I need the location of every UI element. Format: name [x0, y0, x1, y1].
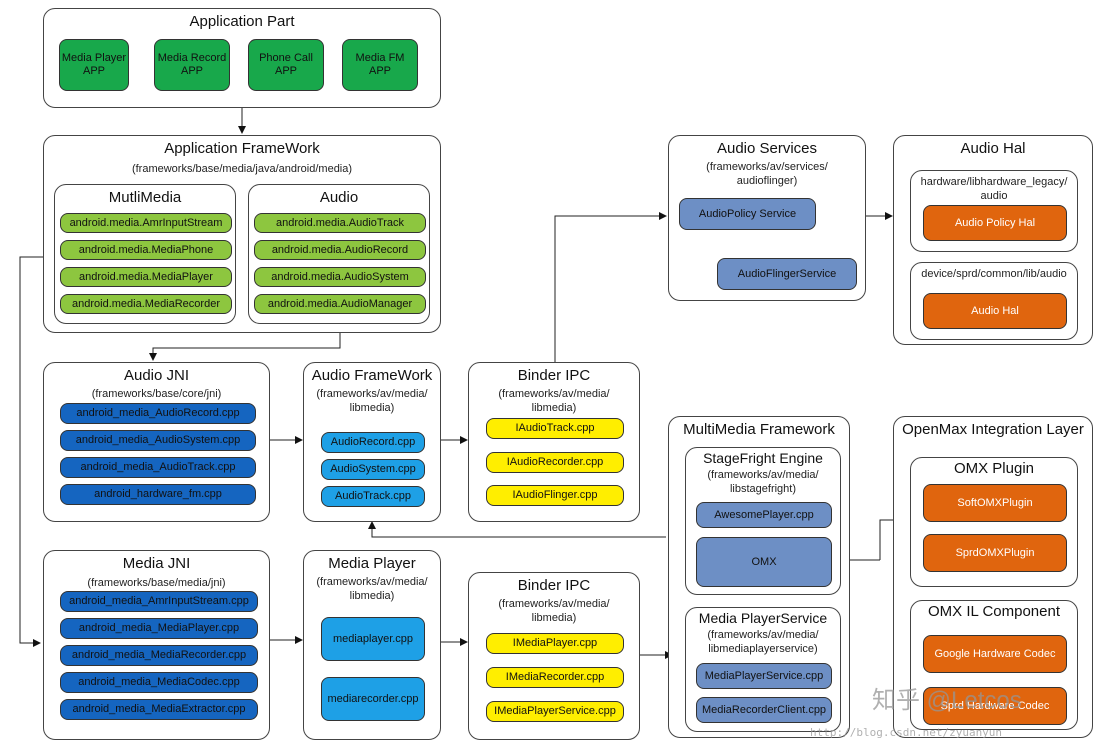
openmax-title: OpenMax Integration Layer [902, 421, 1084, 438]
omx-component-item: Sprd Hardware Codec [923, 687, 1067, 725]
audio-hal-title: Audio Hal [960, 140, 1026, 157]
audio-hal-item: Audio Hal [923, 293, 1067, 329]
media-player-service-item: MediaPlayerService.cpp [696, 663, 832, 689]
binder-ipc-media-box: Binder IPC (frameworks/av/media/ libmedi… [468, 572, 640, 740]
media-jni-item: android_media_MediaPlayer.cpp [60, 618, 258, 639]
audio-item: android.media.AudioRecord [254, 240, 426, 260]
media-record-app: Media Record APP [154, 39, 230, 91]
multimedia-item: android.media.MediaPlayer [60, 267, 232, 287]
audio-framework-path: (frameworks/av/media/ libmedia) [316, 388, 428, 414]
media-player-path: (frameworks/av/media/ libmedia) [316, 576, 428, 602]
binder-ipc-media-item: IMediaRecorder.cpp [486, 667, 624, 688]
media-recorder-client-item: MediaRecorderClient.cpp [696, 697, 832, 723]
binder-ipc-audio-item: IAudioRecorder.cpp [486, 452, 624, 473]
media-player-item: mediarecorder.cpp [321, 677, 425, 721]
application-part-title: Application Part [189, 13, 295, 30]
watermark-text: 知乎 @Letcos [872, 687, 1022, 714]
stagefright-engine-group: StageFright Engine (frameworks/av/media/… [685, 447, 841, 595]
binder-ipc-audio-item: IAudioTrack.cpp [486, 418, 624, 439]
binder-ipc-audio-path: (frameworks/av/media/ libmedia) [498, 388, 610, 414]
audio-hal-legacy-group: hardware/libhardware_legacy/ audio Audio… [910, 170, 1078, 252]
media-player-title: Media Player [328, 555, 416, 572]
multimedia-framework-title: MultiMedia Framework [683, 421, 835, 438]
audio-policy-service: AudioPolicy Service [679, 198, 816, 230]
application-framework-path: (frameworks/base/media/java/android/medi… [131, 163, 353, 175]
binder-ipc-media-title: Binder IPC [517, 577, 591, 594]
stagefright-engine-path: (frameworks/av/media/ libstagefright) [707, 469, 819, 495]
multimedia-item: android.media.MediaPhone [60, 240, 232, 260]
audio-hal-device-path: device/sprd/common/lib/audio [921, 268, 1067, 280]
media-jni-item: android_media_AmrInputStream.cpp [60, 591, 258, 612]
audio-framework-title: Audio FrameWork [311, 367, 433, 384]
multimedia-group: MutliMedia android.media.AmrInputStream … [54, 184, 236, 324]
audio-framework-box: Audio FrameWork (frameworks/av/media/ li… [303, 362, 441, 522]
media-jni-title: Media JNI [122, 555, 191, 572]
stagefright-engine-title: StageFright Engine [703, 450, 823, 466]
omx-plugin-item: SoftOMXPlugin [923, 484, 1067, 522]
omx-plugin-title: OMX Plugin [953, 460, 1035, 477]
omx-component-item: Google Hardware Codec [923, 635, 1067, 673]
omx-il-component-group: OMX IL Component Google Hardware Codec S… [910, 600, 1078, 730]
audio-services-title: Audio Services [716, 140, 818, 157]
media-player-service-path: (frameworks/av/media/ libmediaplayerserv… [707, 629, 819, 655]
application-framework-box: Application FrameWork (frameworks/base/m… [43, 135, 441, 333]
audio-policy-hal: Audio Policy Hal [923, 205, 1067, 241]
audio-item: android.media.AudioManager [254, 294, 426, 314]
audio-group: Audio android.media.AudioTrack android.m… [248, 184, 430, 324]
audio-hal-device-group: device/sprd/common/lib/audio Audio Hal [910, 262, 1078, 340]
audio-jni-item: android_media_AudioTrack.cpp [60, 457, 256, 478]
media-jni-item: android_media_MediaRecorder.cpp [60, 645, 258, 666]
awesome-player: AwesomePlayer.cpp [696, 502, 832, 528]
audio-services-path: (frameworks/av/services/ audioflinger) [706, 161, 828, 187]
media-jni-path: (frameworks/base/media/jni) [87, 577, 226, 589]
application-framework-title: Application FrameWork [164, 140, 320, 157]
media-player-app: Media Player APP [59, 39, 129, 91]
multimedia-framework-box: MultiMedia Framework StageFright Engine … [668, 416, 850, 738]
binder-ipc-audio-item: IAudioFlinger.cpp [486, 485, 624, 506]
audio-hal-box: Audio Hal hardware/libhardware_legacy/ a… [893, 135, 1093, 345]
binder-ipc-audio-title: Binder IPC [517, 367, 591, 384]
audio-framework-item: AudioRecord.cpp [321, 432, 425, 453]
phone-call-app: Phone Call APP [248, 39, 324, 91]
audio-jni-item: android_media_AudioRecord.cpp [60, 403, 256, 424]
media-jni-box: Media JNI (frameworks/base/media/jni) an… [43, 550, 270, 740]
audio-hal-legacy-path: hardware/libhardware_legacy/ audio [920, 176, 1068, 202]
binder-ipc-media-item: IMediaPlayer.cpp [486, 633, 624, 654]
media-jni-item: android_media_MediaExtractor.cpp [60, 699, 258, 720]
binder-ipc-media-item: IMediaPlayerService.cpp [486, 701, 624, 722]
audio-flinger-service: AudioFlingerService [717, 258, 857, 290]
media-player-service-group: Media PlayerService (frameworks/av/media… [685, 607, 841, 732]
multimedia-item: android.media.AmrInputStream [60, 213, 232, 233]
audio-framework-item: AudioTrack.cpp [321, 486, 425, 507]
media-jni-item: android_media_MediaCodec.cpp [60, 672, 258, 693]
application-part-box: Application Part Media Player APP Media … [43, 8, 441, 108]
audio-framework-item: AudioSystem.cpp [321, 459, 425, 480]
media-player-service-title: Media PlayerService [698, 610, 828, 626]
audio-jni-item: android_hardware_fm.cpp [60, 484, 256, 505]
omx-plugin-item: SprdOMXPlugin [923, 534, 1067, 572]
media-fm-app: Media FM APP [342, 39, 418, 91]
media-player-item: mediaplayer.cpp [321, 617, 425, 661]
multimedia-title: MutliMedia [108, 189, 182, 206]
audio-jni-item: android_media_AudioSystem.cpp [60, 430, 256, 451]
watermark-url: http://blog.csdn.net/zyuanyun [810, 726, 1003, 739]
binder-ipc-media-path: (frameworks/av/media/ libmedia) [498, 598, 610, 624]
audio-jni-path: (frameworks/base/core/jni) [91, 388, 222, 400]
audio-item: android.media.AudioTrack [254, 213, 426, 233]
omx-plugin-group: OMX Plugin SoftOMXPlugin SprdOMXPlugin [910, 457, 1078, 587]
audio-jni-box: Audio JNI (frameworks/base/core/jni) and… [43, 362, 270, 522]
binder-ipc-audio-box: Binder IPC (frameworks/av/media/ libmedi… [468, 362, 640, 522]
openmax-box: OpenMax Integration Layer OMX Plugin Sof… [893, 416, 1093, 738]
audio-item: android.media.AudioSystem [254, 267, 426, 287]
multimedia-item: android.media.MediaRecorder [60, 294, 232, 314]
media-player-box: Media Player (frameworks/av/media/ libme… [303, 550, 441, 740]
audio-services-box: Audio Services (frameworks/av/services/ … [668, 135, 866, 301]
omx-il-component-title: OMX IL Component [927, 603, 1060, 620]
omx: OMX [696, 537, 832, 587]
audio-title: Audio [319, 189, 359, 206]
audio-jni-title: Audio JNI [123, 367, 190, 384]
